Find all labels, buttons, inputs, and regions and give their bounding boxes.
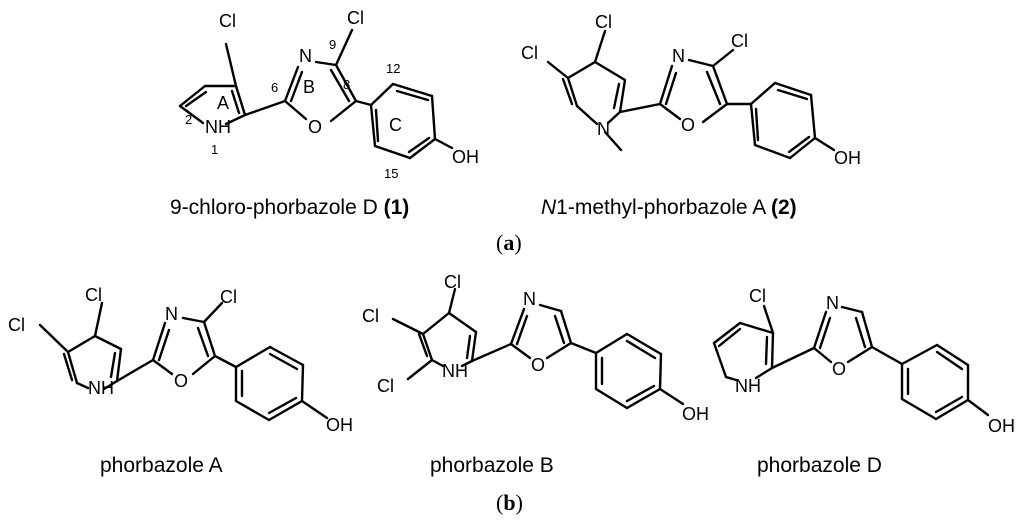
hydroxyl-atom-label: OH [682,404,709,424]
hydroxyl-atom-label: OH [452,147,479,167]
panel-label-b: (b) [496,490,523,515]
chlorine-atom-label: Cl [749,286,766,306]
chlorine-atom-label: Cl [731,31,748,51]
position-number: 1 [211,142,218,157]
nh-atom-label: NH [735,376,761,396]
chlorine-atom-label: Cl [521,43,538,63]
hydroxyl-atom-label: OH [834,148,861,168]
phorbazole-b-caption: phorbazole B [430,454,554,477]
chlorine-atom-label: Cl [362,306,379,326]
oxygen-atom-label: O [832,359,846,379]
nitrogen-atom-label: N [165,304,178,324]
ring-label-b: B [303,77,315,97]
structure-compound-2: Cl Cl Cl N N O OH N1-methyl-phorbazole A… [521,12,861,219]
nh-atom-label: NH [88,378,114,398]
hydroxyl-atom-label: OH [988,416,1015,436]
nitrogen-atom-label: N [826,293,839,313]
ring-label-c: C [389,115,402,135]
structure-phorbazole-d: Cl N O NH OH phorbazole D [712,286,1015,477]
nitrogen-atom-label: N [299,46,312,66]
nh-atom-label: NH [442,361,468,381]
position-number: 8 [343,77,350,92]
oxygen-atom-label: O [308,117,322,137]
nitrogen-atom-label: N [523,289,536,309]
structure-compound-1: Cl Cl N O NH OH A B C 1 2 6 8 9 12 15 9-… [170,8,479,219]
phorbazole-a-caption: phorbazole A [100,454,223,477]
oxygen-atom-label: O [531,355,545,375]
position-number: 6 [271,80,278,95]
position-number: 2 [185,112,192,127]
oxygen-atom-label: O [174,371,188,391]
phorbazole-d-caption: phorbazole D [757,454,882,477]
structure-phorbazole-b: Cl Cl Cl N O NH OH phorbazole B [362,272,709,477]
chlorine-atom-label: Cl [8,315,25,335]
position-number: 12 [386,61,400,76]
ring-label-a: A [217,93,229,113]
oxygen-atom-label: O [681,115,695,135]
nitrogen-atom-label: N [597,119,610,139]
hydroxyl-atom-label: OH [326,415,353,435]
chlorine-atom-label: Cl [220,287,237,307]
chlorine-atom-label: Cl [444,272,461,292]
chlorine-atom-label: Cl [595,12,612,32]
nitrogen-atom-label: N [672,46,685,66]
chlorine-atom-label: Cl [85,285,102,305]
chlorine-atom-label: Cl [347,8,364,28]
compound-2-caption: N1-methyl-phorbazole A (2) [541,196,797,219]
position-number: 9 [329,37,336,52]
compound-1-caption: 9-chloro-phorbazole D (1) [170,196,409,219]
chlorine-atom-label: Cl [219,11,236,31]
nh-atom-label: NH [205,117,231,137]
chlorine-atom-label: Cl [377,376,394,396]
structure-phorbazole-a: Cl Cl Cl N O NH OH phorbazole A [8,285,353,477]
panel-label-a: (a) [496,230,522,255]
position-number: 15 [384,166,398,181]
